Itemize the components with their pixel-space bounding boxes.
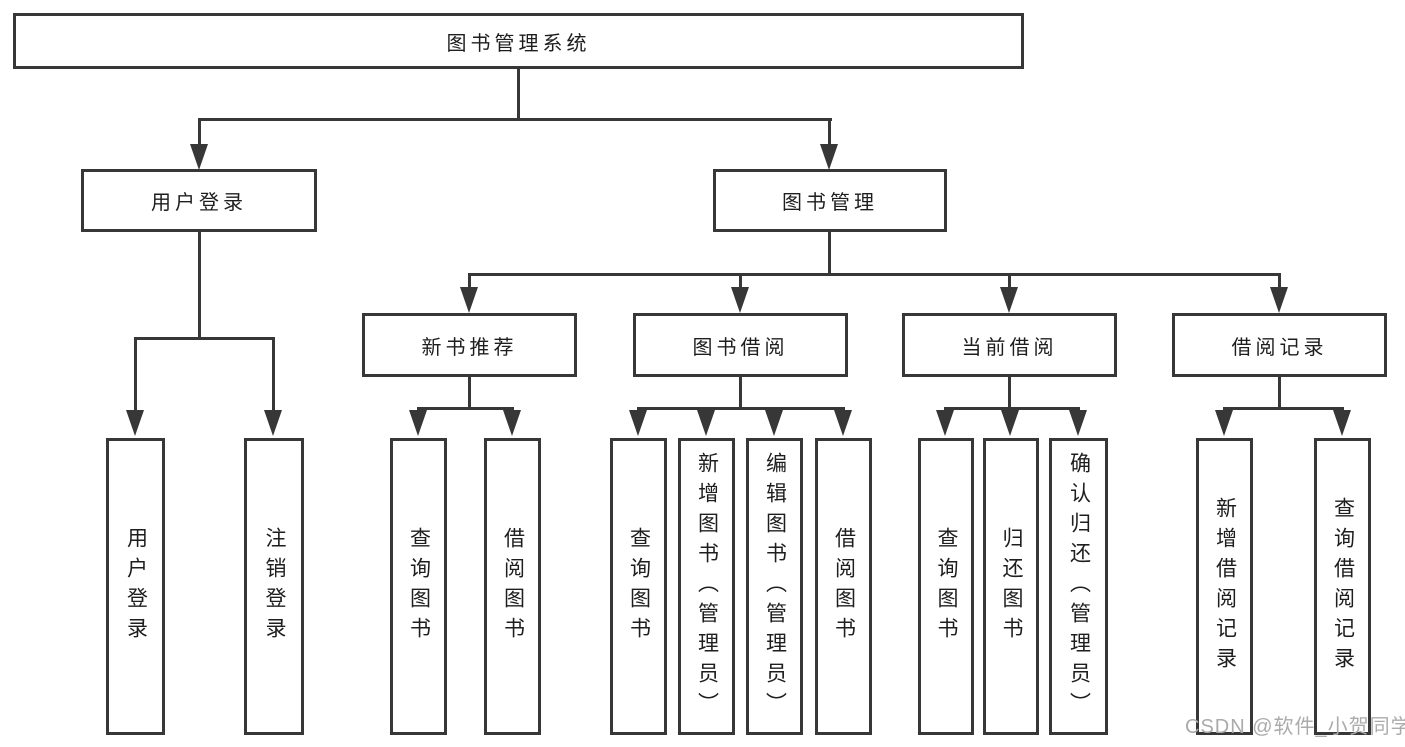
connector-line: [1278, 376, 1281, 407]
watermark-text: CSDN @软件_小贺同学: [1185, 716, 1405, 738]
leaf-add-borrow-record: 新增借阅记录: [1196, 438, 1253, 735]
connector-line: [468, 273, 1281, 276]
arrow-down-icon: [820, 144, 838, 170]
connector-line: [468, 376, 471, 407]
connector-line: [272, 337, 275, 410]
connector-line: [828, 232, 831, 273]
connector-line: [1278, 273, 1281, 289]
arrow-down-icon: [126, 410, 144, 436]
connector-line: [468, 273, 471, 289]
connector-line: [198, 232, 201, 337]
leaf-return-book: 归还图书: [983, 438, 1039, 735]
connector-line: [1008, 376, 1011, 407]
arrow-down-icon: [1270, 287, 1288, 313]
connector-line: [134, 337, 137, 410]
node-borrow-records: 借阅记录: [1172, 313, 1387, 377]
connector-line: [134, 337, 275, 340]
arrow-down-icon: [731, 287, 749, 313]
arrow-down-icon: [1000, 287, 1018, 313]
arrow-down-icon: [190, 144, 208, 170]
leaf-logout: 注销登录: [244, 438, 304, 735]
connector-line: [417, 407, 514, 410]
connector-line: [1008, 273, 1011, 289]
node-current-borrow: 当前借阅: [902, 313, 1117, 377]
arrow-down-icon: [460, 287, 478, 313]
node-book-borrow: 图书借阅: [633, 313, 848, 377]
arrow-down-icon: [765, 410, 783, 436]
leaf-borrow-books-borrow: 借阅图书: [815, 438, 872, 735]
leaf-query-books-current: 查询图书: [918, 438, 974, 735]
arrow-down-icon: [409, 410, 427, 436]
arrow-down-icon: [697, 410, 715, 436]
leaf-edit-book-admin: 编辑图书（管理员）: [746, 438, 803, 735]
connector-line: [944, 407, 1080, 410]
arrow-down-icon: [1215, 410, 1233, 436]
leaf-add-book-admin: 新增图书（管理员）: [678, 438, 735, 735]
connector-line: [198, 118, 201, 146]
connector-line: [517, 69, 520, 118]
arrow-down-icon: [1001, 410, 1019, 436]
node-new-book-recommend: 新书推荐: [362, 313, 577, 377]
arrow-down-icon: [629, 410, 647, 436]
node-root: 图书管理系统: [13, 13, 1024, 69]
connector-line: [828, 118, 831, 146]
arrow-down-icon: [1069, 410, 1087, 436]
arrow-down-icon: [503, 410, 521, 436]
leaf-query-books-recommend: 查询图书: [390, 438, 447, 735]
node-user-login: 用户登录: [81, 169, 317, 232]
arrow-down-icon: [264, 410, 282, 436]
node-book-management: 图书管理: [713, 169, 947, 232]
connector-line: [1223, 407, 1344, 410]
arrow-down-icon: [1333, 410, 1351, 436]
connector-line: [739, 273, 742, 289]
arrow-down-icon: [936, 410, 954, 436]
leaf-query-borrow-record: 查询借阅记录: [1314, 438, 1371, 735]
leaf-query-books-borrow: 查询图书: [610, 438, 667, 735]
connector-line: [637, 407, 845, 410]
connector-line: [739, 376, 742, 407]
connector-line: [198, 118, 832, 121]
arrow-down-icon: [834, 410, 852, 436]
leaf-user-login: 用户登录: [106, 438, 165, 735]
leaf-confirm-return-admin: 确认归还（管理员）: [1049, 438, 1108, 735]
leaf-borrow-books-recommend: 借阅图书: [484, 438, 541, 735]
